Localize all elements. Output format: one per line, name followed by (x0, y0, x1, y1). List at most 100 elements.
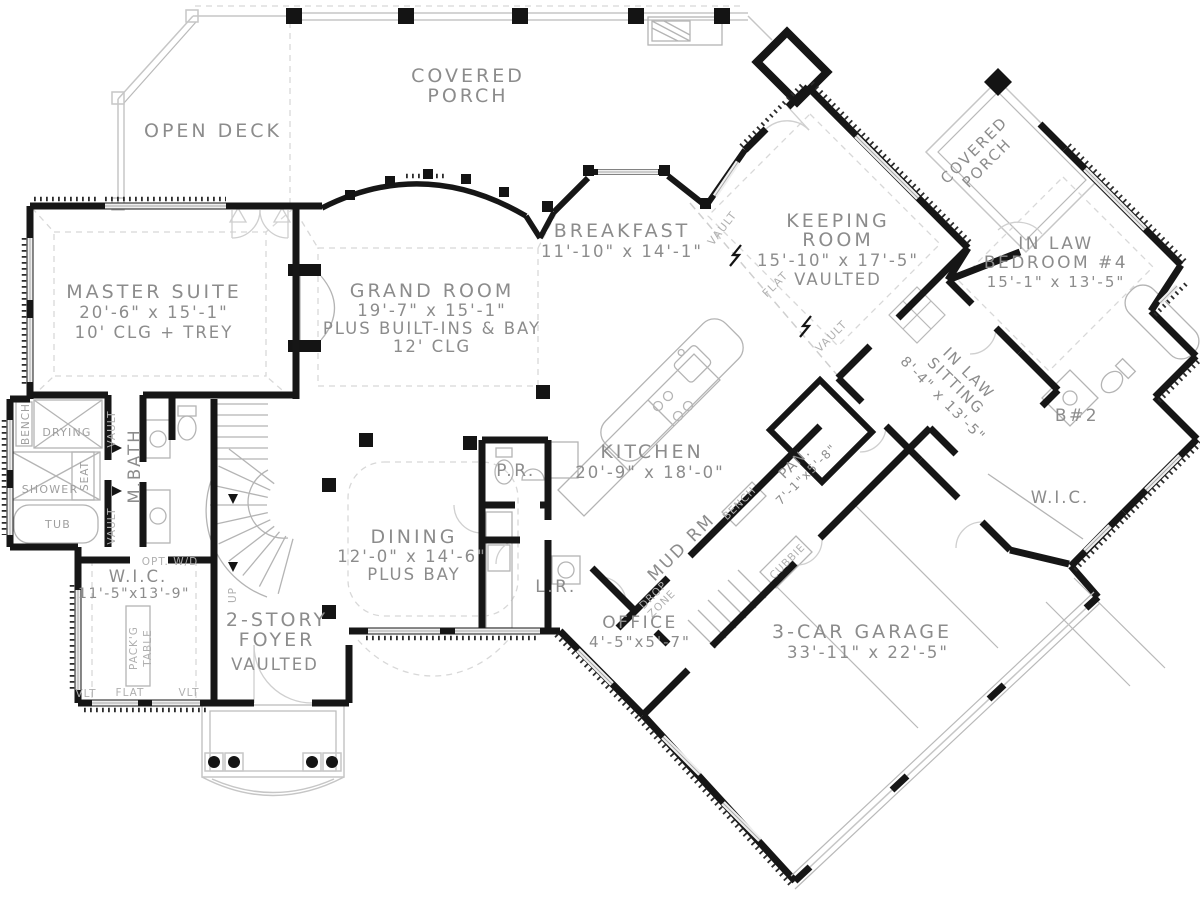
label-tub: TUB (44, 518, 71, 531)
stairs-foyer (205, 403, 294, 598)
pedestal-sink (521, 468, 545, 481)
wic-left-fixtures (125, 605, 151, 687)
label-office: OFFICE (602, 613, 678, 633)
svg-text:ROOM: ROOM (802, 229, 874, 251)
label-mud-room: MUD RM (644, 510, 720, 586)
label-vault-diag-2: VAULT (813, 318, 850, 355)
label-seat: SEAT (79, 461, 91, 491)
label-garage: 3-CAR GARAGE (772, 621, 952, 643)
label-packing-2: TABLE (142, 629, 154, 667)
label-bath2: B#2 (1055, 406, 1099, 426)
label-kitchen: KITCHEN (600, 441, 703, 463)
porch-columns (204, 752, 342, 772)
keeping-corner-fireplace (751, 26, 833, 108)
label-grand-room: GRAND ROOM (350, 280, 515, 302)
svg-text:M.BATH: M.BATH (125, 428, 144, 503)
label-master-suite: MASTER SUITE (66, 281, 242, 303)
label-shower: SHOWER (22, 483, 79, 496)
svg-text:10' CLG + TREY: 10' CLG + TREY (75, 323, 234, 342)
label-bench-bath: BENCH (20, 403, 32, 445)
svg-text:11'-5"x13'-9": 11'-5"x13'-9" (78, 586, 190, 602)
laundry-fixtures (551, 555, 581, 585)
driveway-lines (794, 577, 1166, 890)
walls (6, 26, 1200, 884)
label-master-bath: M.BATH (125, 428, 144, 503)
entry-porch (201, 704, 345, 797)
label-up: UP (227, 587, 239, 603)
label-inlaw-bedroom: IN LAW (1018, 234, 1094, 254)
toilet (494, 459, 514, 485)
windows (7, 134, 1182, 842)
drying-area (33, 399, 103, 449)
label-vault-bath-1: VAULT (106, 410, 118, 447)
mud-bench (721, 481, 767, 527)
pantry-walls (765, 375, 877, 487)
wic-shelf (987, 473, 1084, 540)
kitchen-sink (487, 544, 511, 572)
garage-bay-lines (774, 504, 999, 729)
svg-text:PLUS BAY: PLUS BAY (367, 565, 461, 584)
label-packing-1: PACK'G (128, 626, 140, 670)
svg-text:11'-10" x 14'-1": 11'-10" x 14'-1" (541, 242, 703, 261)
svg-text:20'-9" x 18'-0": 20'-9" x 18'-0" (575, 463, 724, 482)
svg-text:FOYER: FOYER (239, 629, 316, 651)
svg-text:15'-10" x 17'-5": 15'-10" x 17'-5" (757, 251, 919, 270)
label-covered-porch-top-2: PORCH (427, 85, 508, 107)
kitchen-fixtures (485, 318, 744, 629)
toilet-tank (177, 405, 197, 417)
master-bath-fixtures (11, 399, 197, 544)
label-flat-center: FLAT (116, 687, 145, 699)
label-vlt-right: VLT (178, 687, 199, 699)
svg-text:VAULTED: VAULTED (794, 270, 882, 289)
packing-table (125, 605, 151, 687)
label-covered-porch-top-1: COVERED (411, 65, 525, 87)
room-labels: OPEN DECK COVERED PORCH COVERED PORCH MA… (66, 65, 1128, 674)
label-vlt-left: VLT (75, 688, 96, 700)
label-opt-wd: OPT. W/D (142, 556, 198, 568)
svg-text:20'-6" x 15'-1": 20'-6" x 15'-1" (79, 303, 228, 322)
svg-text:33'-11" x 22'-5": 33'-11" x 22'-5" (787, 643, 949, 662)
svg-text:MUD RM: MUD RM (644, 510, 720, 586)
slope-markers (112, 244, 812, 572)
exterior-hatching (1, 81, 1200, 887)
svg-text:19'-7" x 15'-1": 19'-7" x 15'-1" (357, 301, 506, 320)
tub (13, 504, 99, 544)
svg-text:VAULTED: VAULTED (231, 655, 319, 674)
kitchen-island (600, 318, 744, 462)
svg-text:BEDROOM #4: BEDROOM #4 (984, 253, 1128, 273)
label-inlaw-sitting: IN LAW SITTING 8'-4" x 13'-5" (897, 344, 998, 445)
toilet (177, 415, 197, 441)
bath2-vanity (1041, 369, 1099, 427)
label-laundry: L.R. (535, 577, 577, 597)
label-flat-diag: FLAT (760, 269, 791, 300)
label-keeping-room: KEEPING (786, 210, 889, 232)
svg-text:PLUS BUILT-INS & BAY: PLUS BUILT-INS & BAY (323, 319, 541, 338)
label-drying: DRYING (42, 426, 91, 439)
label-wic-left: W.I.C. (109, 567, 168, 586)
svg-text:12'-0" x 14'-6": 12'-0" x 14'-6" (337, 547, 486, 566)
toilet (1100, 370, 1124, 394)
structural-posts (286, 8, 730, 619)
label-foyer: 2-STORY (226, 609, 328, 631)
vault-flat-break-line (689, 202, 839, 377)
svg-text:12' CLG: 12' CLG (393, 337, 471, 356)
label-powder: P.R. (496, 461, 536, 481)
powder-room-fixtures (494, 447, 545, 485)
label-wic-right: W.I.C. (1031, 488, 1090, 507)
label-dining: DINING (371, 526, 458, 548)
grill-station (647, 16, 723, 46)
kitchen-counter-diагonal (557, 353, 721, 517)
label-covered-porch-right: COVERED PORCH (937, 113, 1015, 191)
label-vault-bath-2: VAULT (106, 507, 118, 544)
svg-text:4'-5"x5'-7": 4'-5"x5'-7" (589, 633, 691, 651)
label-breakfast: BREAKFAST (554, 220, 691, 242)
porch-post (984, 68, 1012, 96)
svg-text:15'-1" x 13'-5": 15'-1" x 13'-5" (987, 273, 1126, 291)
shower-seat (71, 451, 95, 501)
fridge (547, 441, 579, 479)
covered-porch-top-outline (195, 5, 773, 41)
label-bench-mud: BENCH (721, 485, 759, 523)
label-open-deck: OPEN DECK (144, 120, 282, 142)
